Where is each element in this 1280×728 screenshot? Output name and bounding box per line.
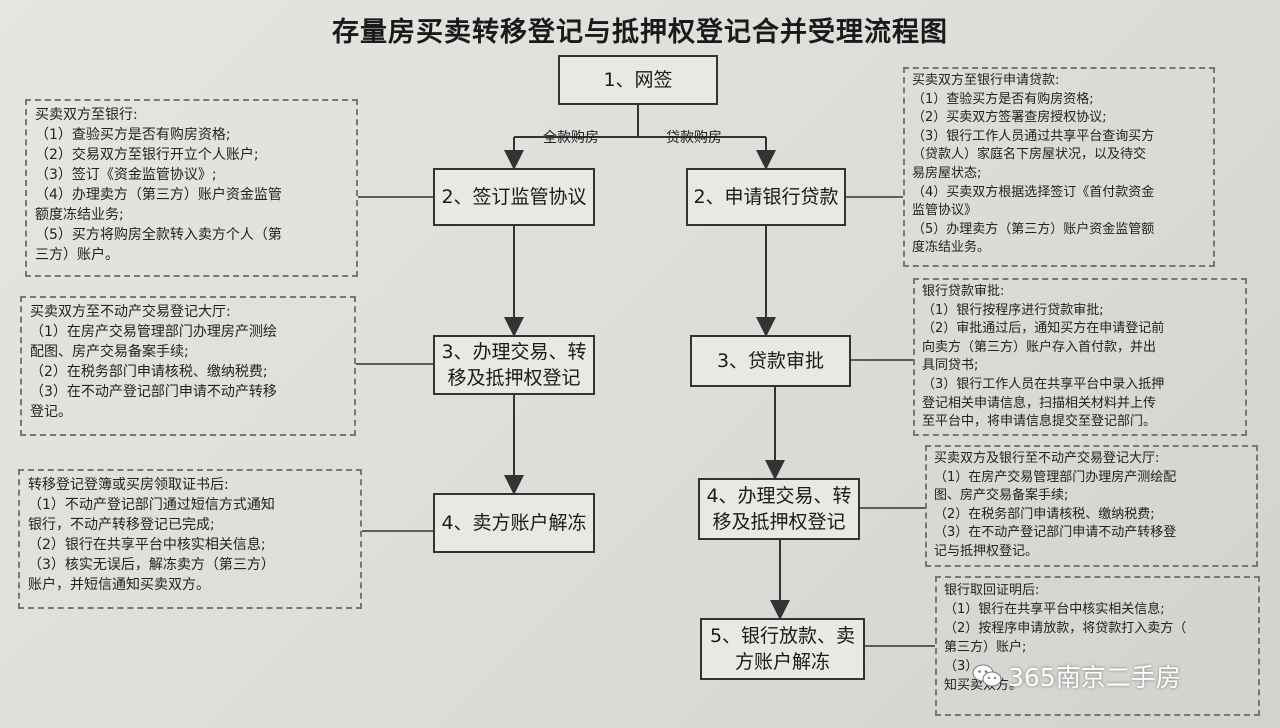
note-line: （2）交易双方至银行开立个人账户;	[35, 147, 259, 163]
note-line: 图、房产交易备案手续;	[934, 488, 1069, 504]
note-heading: 买卖双方至银行申请贷款:	[912, 73, 1060, 88]
page-title: 存量房买卖转移登记与抵押权登记合并受理流程图	[332, 17, 948, 48]
note-heading: 买卖双方及银行至不动产交易登记大厅:	[934, 451, 1160, 466]
note-heading: 银行贷款审批:	[922, 284, 1005, 299]
note-right-loan-approval: 银行贷款审批: （1）银行按程序进行贷款审批; （2）审批通过后，通知买方在申请…	[913, 278, 1247, 436]
note-line: （1）不动产登记部门通过短信方式通知	[28, 497, 275, 513]
note-line: （贷款人）家庭名下房屋状况，以及待交	[912, 147, 1147, 163]
note-heading: 买卖双方至不动产交易登记大厅:	[30, 304, 231, 320]
note-line: 第三方）账户;	[944, 640, 1027, 655]
note-line: （1）查验买方是否有购房资格;	[912, 91, 1094, 107]
step-left-4-unfreeze-account: 4、卖方账户解冻	[433, 493, 595, 553]
connector-split	[514, 104, 766, 138]
note-line: 账户，并短信通知买卖双方。	[28, 577, 210, 593]
note-left-bank: 买卖双方至银行: （1）查验买方是否有购房资格; （2）交易双方至银行开立个人账…	[25, 99, 358, 277]
note-line: （3）	[944, 659, 979, 674]
note-line: 向卖方（第三方）账户存入首付款，并出	[922, 339, 1157, 355]
note-line: 记与抵押权登记。	[934, 543, 1039, 559]
watermark: 365南京二手房	[972, 658, 1181, 694]
step-right-3-loan-approval: 3、贷款审批	[690, 335, 851, 387]
note-line: （3）在不动产登记部门申请不动产转移	[30, 384, 277, 400]
branch-label-loan: 贷款购房	[666, 130, 722, 146]
note-line: 知买卖双方。	[944, 678, 1023, 693]
note-line: 登记相关申请信息，扫描相关材料并上传	[922, 395, 1157, 411]
step-left-3-transaction-registration: 3、办理交易、转 移及抵押权登记	[433, 335, 595, 395]
note-line: （2）在税务部门申请核税、缴纳税费;	[934, 506, 1155, 522]
step-right-5-label-line1: 5、银行放款、卖	[709, 625, 856, 647]
note-line: （2）银行在共享平台中核实相关信息;	[28, 537, 266, 553]
note-line: 登记。	[30, 404, 72, 420]
note-line: （2）在税务部门申请核税、缴纳税费;	[30, 364, 268, 380]
step-left-3-label-line2: 移及抵押权登记	[447, 367, 581, 389]
note-left-unfreeze: 转移登记登簿或买房领取证书后: （1）不动产登记部门通过短信方式通知 银行，不动…	[18, 469, 362, 609]
note-line: 银行，不动产转移登记已完成;	[28, 517, 215, 533]
note-line: （1）查验买方是否有购房资格;	[35, 127, 231, 143]
note-line: （1）银行按程序进行贷款审批;	[922, 302, 1104, 318]
note-line: （3）核实无误后，解冻卖方（第三方）	[28, 557, 275, 573]
note-line: （4）办理卖方（第三方）账户资金监管	[35, 187, 282, 203]
step-left-2-label: 2、签订监管协议	[441, 186, 587, 208]
note-right-registration-hall: 买卖双方及银行至不动产交易登记大厅: （1）在房产交易管理部门办理房产测绘配 图…	[925, 445, 1258, 567]
note-line: 易房屋状态;	[912, 165, 982, 181]
step-right-4-label-line2: 移及抵押权登记	[712, 511, 846, 533]
step-right-4-label-line1: 4、办理交易、转	[706, 485, 852, 507]
note-heading: 转移登记登簿或买房领取证书后:	[28, 477, 229, 493]
note-line: （5）买方将购房全款转入卖方个人（第	[35, 227, 282, 243]
note-line: （3）银行工作人员在共享平台中录入抵押	[922, 376, 1165, 392]
step-right-3-label: 3、贷款审批	[716, 350, 825, 372]
note-line: 额度冻结业务;	[35, 207, 124, 223]
note-line: （4）买卖双方根据选择签订《首付款资金	[912, 184, 1155, 200]
step-1-label: 1、网签	[603, 69, 673, 91]
note-line: （1）在房产交易管理部门办理房产测绘	[30, 324, 277, 340]
note-right-loan-application: 买卖双方至银行申请贷款: （1）查验买方是否有购房资格; （2）买卖双方签署查房…	[903, 67, 1215, 267]
note-line: （1）在房产交易管理部门办理房产测绘配	[934, 469, 1177, 485]
step-right-5-label-line2: 方账户解冻	[734, 651, 830, 673]
note-line: （3）在不动产登记部门申请不动产转移登	[934, 525, 1177, 541]
note-heading: 银行取回证明后:	[944, 583, 1040, 598]
wechat-icon	[972, 664, 1002, 687]
note-line: 至平台中，将申请信息提交至登记部门。	[922, 414, 1157, 430]
branch-label-full-payment: 全款购房	[543, 130, 599, 146]
step-left-4-label: 4、卖方账户解冻	[441, 512, 587, 534]
watermark-text: 365南京二手房	[1008, 663, 1181, 692]
note-line: 三方）账户。	[35, 247, 119, 263]
note-line: 度冻结业务。	[912, 240, 991, 256]
note-line: （2）按程序申请放款，将贷款打入卖方（	[944, 621, 1187, 636]
step-left-3-label-line1: 3、办理交易、转	[441, 341, 587, 363]
note-line: 监管协议》	[912, 203, 978, 219]
note-line: 具同贷书;	[922, 358, 979, 374]
step-right-5-loan-release: 5、银行放款、卖 方账户解冻	[700, 618, 865, 680]
note-right-loan-release: 银行取回证明后: （1）银行在共享平台中核实相关信息; （2）按程序申请放款，将…	[935, 576, 1260, 716]
step-right-4-transaction-registration: 4、办理交易、转 移及抵押权登记	[698, 478, 860, 540]
note-line: （3）银行工作人员通过共享平台查询买方	[912, 128, 1155, 144]
step-right-2-label: 2、申请银行贷款	[693, 186, 839, 208]
note-line: （3）签订《资金监管协议》;	[35, 167, 217, 183]
step-left-2-supervision-agreement: 2、签订监管协议	[433, 168, 595, 226]
step-1-online-signing: 1、网签	[558, 55, 718, 105]
note-line: （2）买卖双方签署查房授权协议;	[912, 110, 1107, 126]
note-heading: 买卖双方至银行:	[35, 107, 138, 123]
note-line: （5）办理卖方（第三方）账户资金监管额	[912, 221, 1155, 237]
note-line: 配图、房产交易备案手续;	[30, 344, 189, 360]
note-line: （1）银行在共享平台中核实相关信息;	[944, 602, 1165, 617]
note-line: （2）审批通过后，通知买方在申请登记前	[922, 321, 1165, 337]
note-left-registration-hall: 买卖双方至不动产交易登记大厅: （1）在房产交易管理部门办理房产测绘 配图、房产…	[20, 296, 356, 436]
step-right-2-apply-loan: 2、申请银行贷款	[686, 168, 846, 226]
